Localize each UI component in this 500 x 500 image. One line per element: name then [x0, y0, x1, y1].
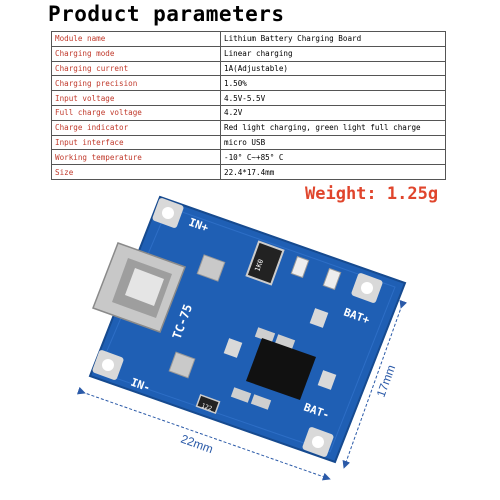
silk-in-minus: IN-: [129, 376, 152, 395]
page-title: Product parameters: [48, 2, 285, 26]
pad-in-minus: [92, 350, 124, 380]
width-dimension-label: 22mm: [179, 432, 215, 457]
micro-usb-connector: [92, 242, 186, 333]
capacitor-1: [196, 254, 226, 282]
resistor-122: [195, 393, 221, 415]
param-value: 22.4*17.4mm: [220, 164, 446, 180]
height-dimension-line: [342, 299, 408, 469]
width-dimension-line: [76, 386, 331, 481]
pad-bat-minus: [302, 427, 334, 457]
pad-in-plus: [152, 198, 184, 228]
smd-pad-a: [223, 338, 243, 358]
resistor-1k0: [245, 240, 285, 286]
resistor-1k0-marking: 1K0: [253, 258, 265, 273]
pcb-body: [88, 195, 407, 464]
smd-pad-b: [309, 308, 329, 328]
weight-label: Weight: 1.25g: [305, 184, 439, 204]
resistor-122-marking: 122: [200, 402, 213, 412]
smd-pad-c: [317, 370, 337, 390]
led-green: [322, 267, 342, 291]
capacitor-2: [168, 351, 196, 379]
param-label: Size: [51, 164, 221, 180]
charging-ic-chip: [230, 327, 316, 410]
led-red: [290, 255, 310, 279]
height-dimension-label: 17mm: [374, 363, 399, 399]
pad-bat-plus: [351, 273, 383, 303]
